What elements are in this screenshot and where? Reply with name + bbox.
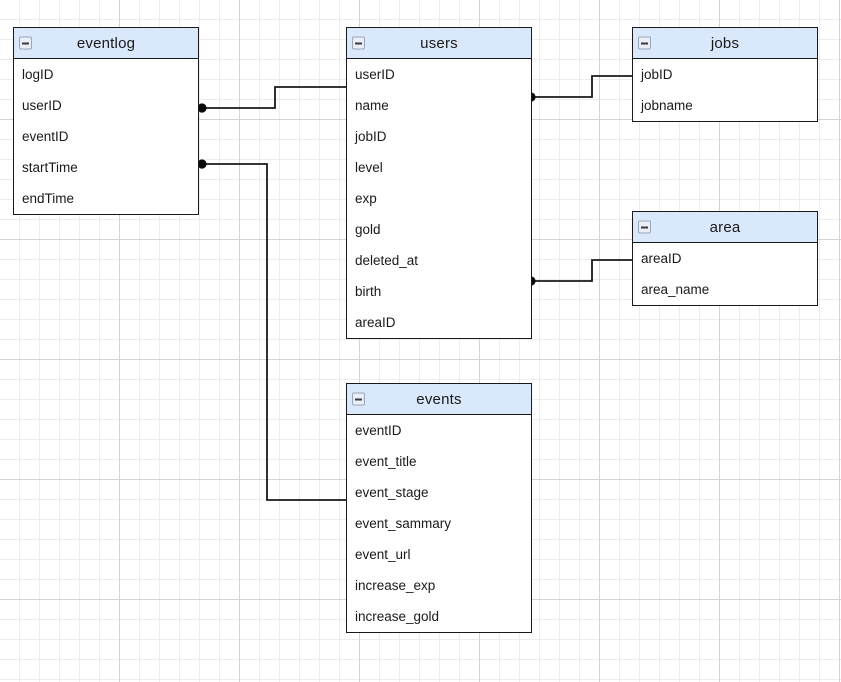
field-row[interactable]: jobID [641,67,673,82]
entity-body-events: eventID event_title event_stage event_samma… [347,415,531,632]
field-row[interactable]: startTime [22,160,78,175]
connector-eventlog-starttime-to-events [202,163,346,501]
connector-users-areaid-to-area [531,259,632,282]
minus-box-icon[interactable] [19,36,32,50]
field-row[interactable]: area_name [641,282,710,297]
entity-body-area: areaID area_name [633,243,817,305]
field-row[interactable]: event_sammary [355,516,452,531]
minus-box-icon[interactable] [638,36,651,50]
field-row[interactable]: level [355,160,383,175]
entity-title-area: area [709,218,741,236]
field-row[interactable]: event_title [355,454,417,469]
entity-table-jobs[interactable]: jobs jobID jobname [632,27,818,122]
field-row[interactable]: jobname [641,98,693,113]
entity-header-users[interactable]: users [347,28,531,59]
entity-header-events[interactable]: events [347,384,531,415]
field-row[interactable]: areaID [641,251,682,266]
field-row[interactable]: birth [355,284,382,299]
field-row[interactable]: deleted_at [355,253,419,268]
field-row[interactable]: exp [355,191,377,206]
field-row[interactable]: gold [355,222,381,237]
entity-title-users: users [420,34,458,52]
field-row[interactable]: areaID [355,315,396,330]
field-row[interactable]: eventID [22,129,69,144]
field-row[interactable]: jobID [355,129,387,144]
entity-title-events: events [416,390,462,408]
field-row[interactable]: event_stage [355,485,429,500]
entity-table-eventlog[interactable]: eventlog logID userID eventID startTime endTi… [13,27,199,215]
entity-title-jobs: jobs [710,34,740,52]
entity-header-eventlog[interactable]: eventlog [14,28,198,59]
connector-users-jobid-to-jobs [531,75,632,98]
entity-table-users[interactable]: users userID name jobID level exp gold deleted_… [346,27,532,339]
entity-header-jobs[interactable]: jobs [633,28,817,59]
field-row[interactable]: increase_gold [355,609,440,624]
field-row[interactable]: event_url [355,547,411,562]
entity-table-area[interactable]: area areaID area_name [632,211,818,306]
field-row[interactable]: endTime [22,191,75,206]
field-row[interactable]: name [355,98,389,113]
field-row[interactable]: userID [22,98,62,113]
field-row[interactable]: eventID [355,423,402,438]
field-row[interactable]: logID [22,67,54,82]
entity-body-eventlog: logID userID eventID startTime endTime [14,59,198,214]
connector-eventlog-userid-to-users [202,86,346,109]
field-row[interactable]: increase_exp [355,578,436,593]
minus-box-icon[interactable] [638,220,651,234]
field-row[interactable]: userID [355,67,395,82]
entity-body-jobs: jobID jobname [633,59,817,121]
minus-box-icon[interactable] [352,36,365,50]
entity-header-area[interactable]: area [633,212,817,243]
entity-title-eventlog: eventlog [76,34,136,52]
minus-box-icon[interactable] [352,392,365,406]
